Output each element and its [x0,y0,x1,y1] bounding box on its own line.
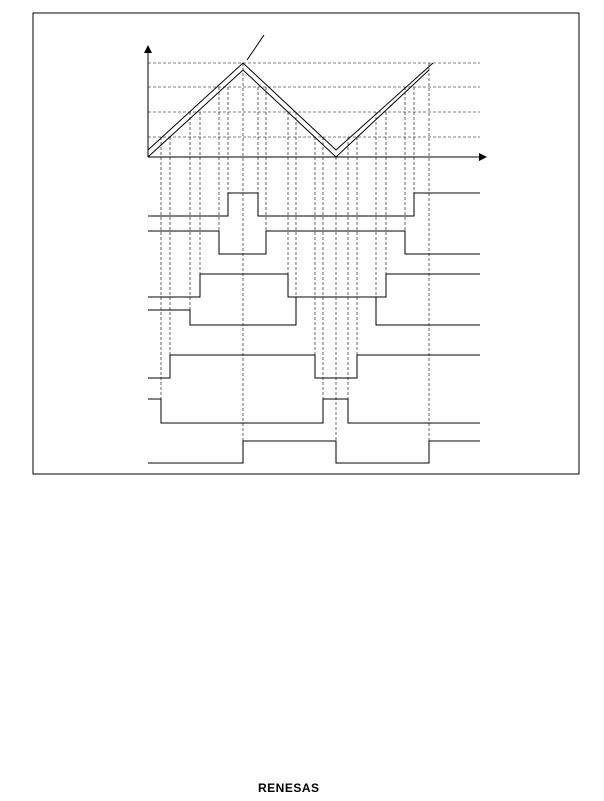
figure-frame [32,12,580,475]
renesas-logo: RENESAS [258,781,320,795]
waveform-3 [148,273,480,298]
transition-lines [160,63,430,463]
waveform-4 [148,296,480,326]
carrier-lower [147,69,430,158]
waveform-6 [148,398,480,424]
logo-text: RENESAS [258,781,320,795]
compare-levels [148,62,480,138]
waveform-7 [148,440,480,464]
triangle-carrier [147,62,434,158]
waveform-2 [148,230,480,255]
waveform-1 [148,192,480,217]
waveforms [148,192,480,464]
pointer-line [246,34,265,61]
carrier-upper [147,62,434,151]
waveform-5 [148,354,480,379]
